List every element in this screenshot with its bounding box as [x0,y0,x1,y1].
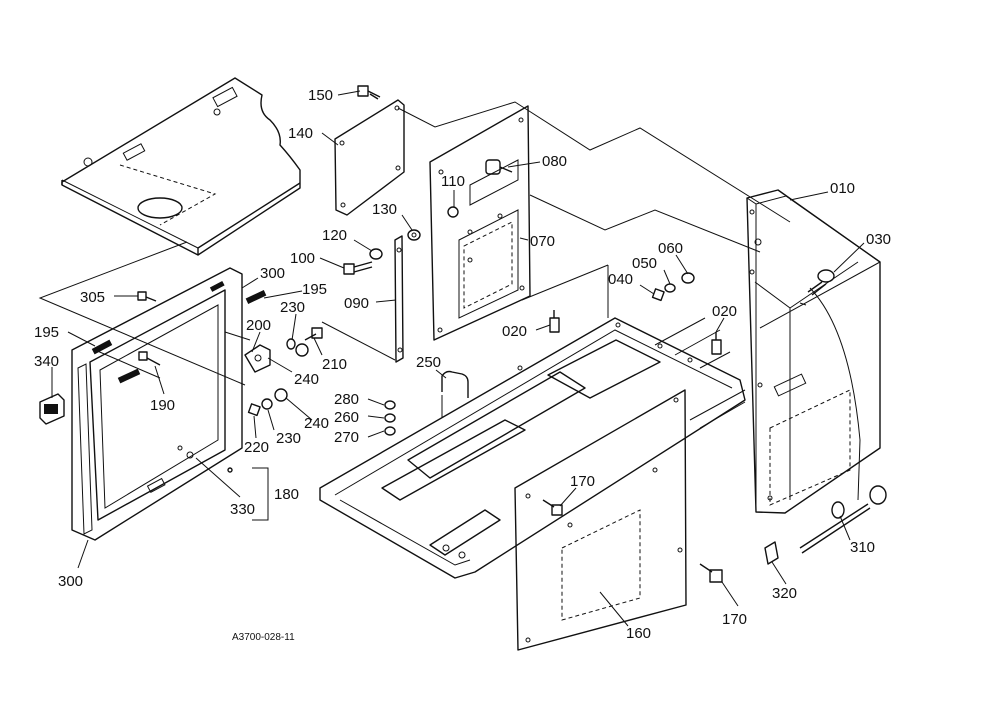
screw-305 [137,291,157,302]
callout-260: 260 [334,409,359,426]
callout-020-right: 020 [712,303,737,320]
washers-230-240-210 [286,327,323,357]
stud-020-left [549,310,560,333]
u-bolt-250 [441,370,469,418]
callout-040: 040 [608,271,633,288]
bolt-150 [357,85,381,100]
hinge-bracket-200 [244,344,271,373]
callout-310: 310 [850,539,875,556]
callout-230-top: 230 [280,299,305,316]
screw-190 [138,351,161,366]
callout-250: 250 [416,354,441,371]
callout-120: 120 [322,227,347,244]
callout-170-lower: 170 [722,611,747,628]
rod-310 [799,287,887,554]
callout-130: 130 [372,201,397,218]
spacer-130 [407,229,421,241]
callout-230-bottom: 230 [276,430,301,447]
callout-195-left: 195 [34,324,59,341]
front-panel-160 [514,389,687,651]
callout-060: 060 [658,240,683,257]
base-frame [319,317,746,579]
callout-195-top: 195 [302,281,327,298]
bolt-030 [807,269,835,296]
inner-panel-070 [429,105,531,341]
nuts-280-260-270 [384,400,396,436]
callout-030: 030 [866,231,891,248]
small-cover-140 [334,99,405,216]
top-cover-panel [61,77,301,256]
clip-320 [764,541,779,565]
latch-340 [39,393,65,425]
callout-100: 100 [290,250,315,267]
washer-120 [369,248,383,260]
bolt-170-upper [542,499,563,516]
callout-020-left: 020 [502,323,527,340]
callout-170-upper: 170 [570,473,595,490]
bolt-170-lower [699,563,723,583]
leader-lines [51,90,865,627]
callout-330: 330 [230,501,255,518]
callout-090: 090 [344,295,369,312]
callout-140: 140 [288,125,313,142]
door-frame [71,267,243,541]
callout-300-bottom: 300 [58,573,83,590]
callout-305: 305 [80,289,105,306]
drawing-code: A3700-028-11 [232,632,295,643]
callout-070: 070 [530,233,555,250]
fasteners-040-050-060 [651,272,695,302]
callout-280: 280 [334,391,359,408]
callout-210: 210 [322,356,347,373]
callout-110: 110 [441,173,465,190]
callout-150: 150 [308,87,333,104]
callout-010: 010 [830,180,855,197]
callout-050: 050 [632,255,657,272]
side-cabinet-010 [746,189,881,514]
washers-220-230-240 [247,388,288,417]
assembly-guide-lines [38,101,791,386]
stud-020-right [711,332,722,355]
strip-090 [394,235,404,363]
callout-180: 180 [274,486,299,503]
callout-300-top: 300 [260,265,285,282]
callout-220: 220 [244,439,269,456]
callout-320: 320 [772,585,797,602]
callout-160: 160 [626,625,651,642]
callout-240-top: 240 [294,371,319,388]
callout-200: 200 [246,317,271,334]
callout-190: 190 [150,397,175,414]
callout-240-bottom: 240 [304,415,329,432]
handle-strip-195 [117,290,267,384]
bolt-100 [343,261,373,275]
callout-340: 340 [34,353,59,370]
callout-080: 080 [542,153,567,170]
callout-270: 270 [334,429,359,446]
callout-labels: 150 140 080 110 130 070 120 100 090 010 … [34,87,891,643]
